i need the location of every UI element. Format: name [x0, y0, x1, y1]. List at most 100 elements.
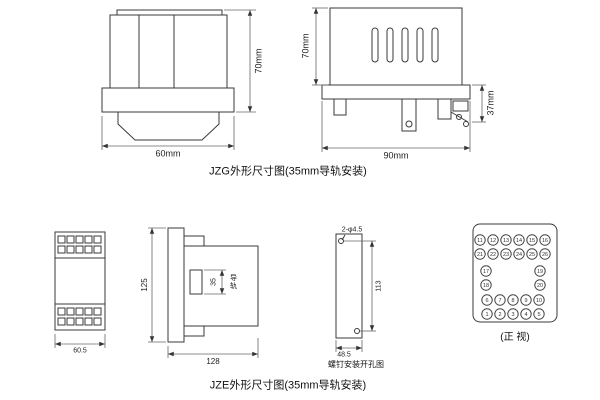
terminal-screw [93, 245, 102, 254]
drill-hole [354, 328, 360, 334]
terminal-number-22: 22 [490, 252, 496, 258]
jze-front-body [54, 231, 106, 331]
clip-screw [463, 121, 469, 127]
jze-side-front-flange [167, 227, 185, 343]
jze-front-view [54, 231, 106, 331]
terminal-number-2: 2 [498, 312, 501, 318]
terminal-screw [57, 307, 66, 316]
jzg-side-body [329, 7, 463, 86]
terminal-12 [487, 234, 499, 246]
terminal-10 [533, 294, 545, 306]
jze-side-body [183, 245, 259, 327]
terminal-5 [533, 308, 545, 320]
terminal-number-12: 12 [490, 238, 496, 244]
drill-height-label: 113 [375, 280, 383, 292]
terminal-screw [75, 307, 84, 316]
terminal-number-21: 21 [477, 252, 483, 258]
terminal-screw [93, 235, 102, 244]
jze-drill-view [335, 233, 363, 339]
terminal-number-15: 15 [529, 238, 535, 244]
terminal-number-18: 18 [483, 283, 489, 289]
jzg-side-width-label: 90mm [383, 150, 409, 161]
terminal-screw [66, 307, 75, 316]
jzg-front-width-label: 60mm [155, 148, 181, 159]
jze-side-rail-dim-label: 35 [210, 278, 218, 286]
vent-slot [416, 27, 424, 63]
terminal-26 [539, 248, 551, 260]
terminal-number-9: 9 [524, 298, 527, 304]
jzg-side-rail-label: 37mm [485, 90, 496, 116]
terminal-24 [513, 248, 525, 260]
terminal-20 [534, 279, 546, 291]
jze-side-dimensions [148, 227, 259, 358]
terminal-21 [474, 248, 486, 260]
rail-clip [437, 98, 452, 120]
drill-leader-line [341, 234, 346, 241]
terminal-screw [66, 317, 75, 326]
jze-side-depth-label: 128 [206, 357, 220, 366]
jzg-front-view [101, 9, 235, 141]
jzg-caption: JZG外形尺寸图(35mm导轨安装) [209, 165, 367, 178]
terminal-screw [93, 317, 102, 326]
terminal-3 [507, 308, 519, 320]
rail-clip-slider [452, 100, 469, 112]
terminal-number-14: 14 [516, 238, 522, 244]
jze-side-top-step [183, 235, 205, 247]
drill-width-label: 48.5 [337, 351, 351, 359]
jzg-front-top-step [116, 9, 223, 16]
drill-outline [335, 233, 363, 339]
jzg-side-height-label: 70mm [300, 33, 311, 59]
terminal-screw [84, 307, 93, 316]
tab-hole [405, 120, 413, 128]
terminal-22 [487, 248, 499, 260]
terminal-number-1: 1 [485, 312, 488, 318]
terminal-number-11: 11 [477, 238, 483, 244]
terminal-number-5: 5 [537, 312, 540, 318]
terminal-screw [75, 235, 84, 244]
jzg-front-dimensions [101, 9, 256, 150]
terminal-6 [481, 294, 493, 306]
jzg-side-mounting-plate [321, 84, 471, 100]
terminal-number-24: 24 [516, 252, 522, 258]
rail-hook [333, 98, 347, 116]
terminal-15 [526, 234, 538, 246]
drill-hole [338, 238, 344, 244]
terminal-number-20: 20 [537, 283, 543, 289]
terminal-screw [75, 317, 84, 326]
terminal-2 [494, 308, 506, 320]
jzg-front-base-plate [101, 87, 235, 113]
jze-caption: JZE外形尺寸图(35mm导轨安装) [209, 379, 367, 392]
terminal-screw [66, 235, 75, 244]
terminal-number-10: 10 [536, 298, 542, 304]
terminal-19 [534, 265, 546, 277]
vent-slot [371, 27, 379, 63]
jzg-front-body [109, 14, 228, 89]
terminal-view-label: (正 视) [500, 332, 530, 343]
drill-holes-label: 2-φ4.5 [341, 226, 363, 234]
terminal-17 [480, 265, 492, 277]
terminal-screw [84, 235, 93, 244]
terminal-screw [93, 307, 102, 316]
terminal-number-25: 25 [529, 252, 535, 258]
terminal-number-7: 7 [498, 298, 501, 304]
terminal-number-3: 3 [511, 312, 514, 318]
terminal-number-16: 16 [542, 238, 548, 244]
jze-drill-dimensions [335, 240, 376, 352]
jzg-front-rail-pedestal [117, 111, 220, 141]
drill-caption: 螺钉安装开孔图 [328, 360, 384, 369]
jzg-side-view [321, 7, 471, 132]
vent-slot [386, 27, 394, 63]
jze-side-view [167, 227, 259, 343]
terminal-1 [481, 308, 493, 320]
terminal-11 [474, 234, 486, 246]
terminal-18 [480, 279, 492, 291]
clip-screw [456, 114, 462, 120]
terminal-25 [526, 248, 538, 260]
terminal-13 [500, 234, 512, 246]
jzg-side-dimensions [312, 7, 486, 152]
terminal-screw [57, 245, 66, 254]
terminal-16 [539, 234, 551, 246]
